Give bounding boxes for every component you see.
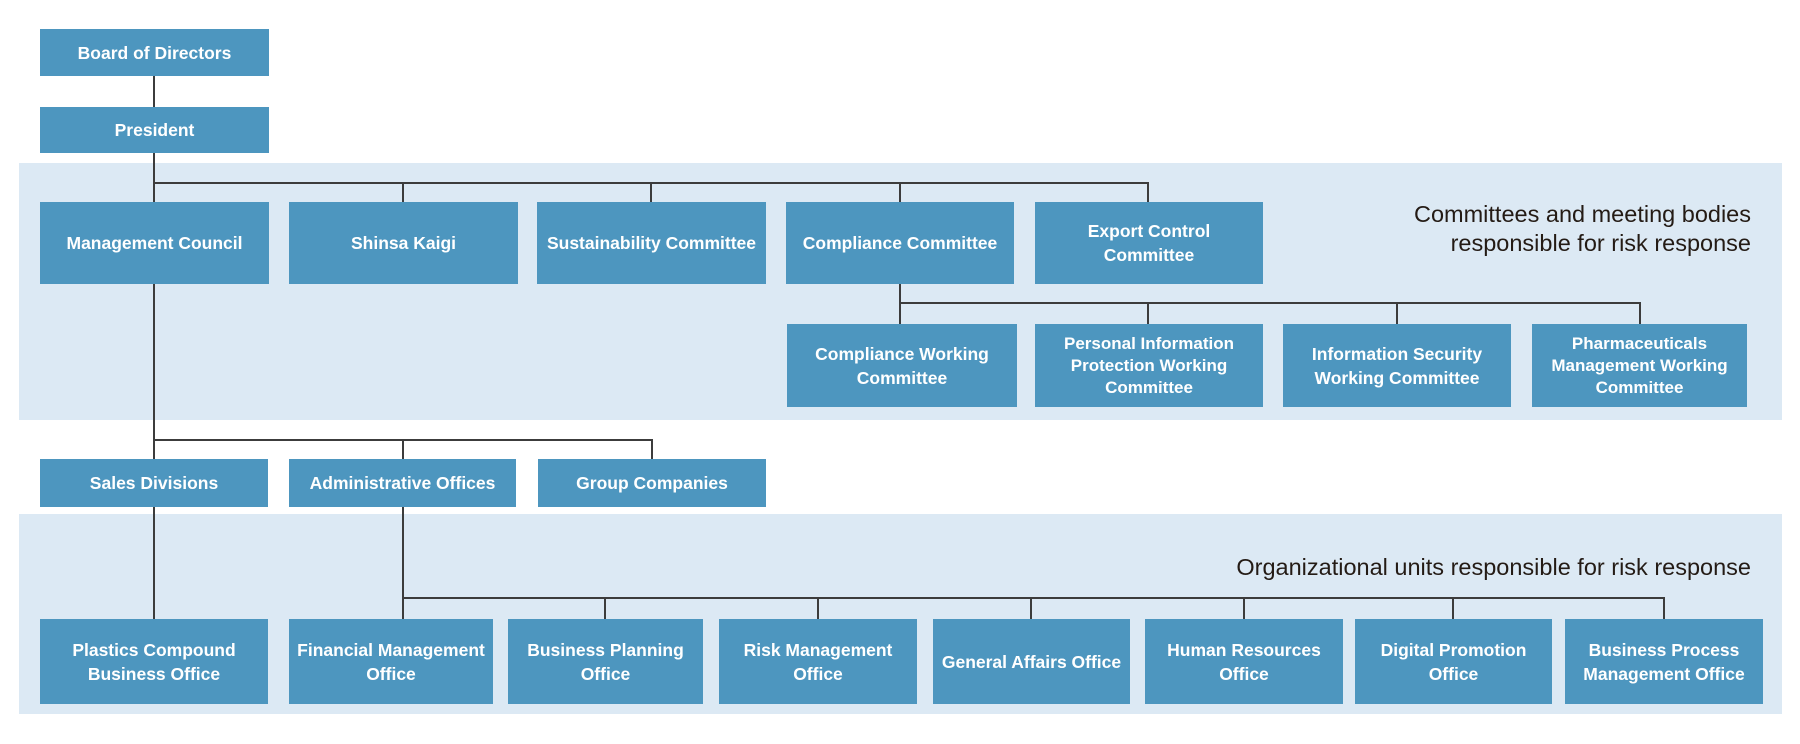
node-president: President — [40, 107, 269, 153]
connector-line — [402, 597, 1665, 599]
node-sales-divisions: Sales Divisions — [40, 459, 268, 507]
connector-line — [153, 76, 155, 107]
connector-line — [1639, 303, 1641, 324]
connector-line — [153, 284, 155, 459]
node-export-control-committee: Export Control Committee — [1035, 202, 1263, 284]
node-digital-promotion-office: Digital Promotion Office — [1355, 619, 1552, 704]
connector-line — [1663, 598, 1665, 619]
connector-line — [650, 183, 652, 202]
node-compliance-working-committee: Compliance Working Committee — [787, 324, 1017, 407]
connector-line — [153, 507, 155, 619]
organizational-band-caption: Organizational units responsible for ris… — [1236, 554, 1751, 580]
connector-line — [1147, 183, 1149, 202]
connector-line — [1452, 598, 1454, 619]
connector-line — [402, 440, 404, 459]
node-personal-information-protection-working-committee: Personal Information Protection Working … — [1035, 324, 1263, 407]
connector-line — [817, 598, 819, 619]
connector-line — [899, 183, 901, 202]
connector-line — [899, 284, 901, 324]
node-compliance-committee: Compliance Committee — [786, 202, 1014, 284]
node-business-process-management-office: Business Process Management Office — [1565, 619, 1763, 704]
node-human-resources-office: Human Resources Office — [1145, 619, 1343, 704]
node-board-of-directors: Board of Directors — [40, 29, 269, 76]
node-general-affairs-office: General Affairs Office — [933, 619, 1130, 704]
node-sustainability-committee: Sustainability Committee — [537, 202, 766, 284]
node-administrative-offices: Administrative Offices — [289, 459, 516, 507]
committees-band-caption: Committees and meeting bodies responsibl… — [1413, 201, 1751, 256]
connector-line — [1147, 303, 1149, 324]
connector-line — [1243, 598, 1245, 619]
node-plastics-compound-business-office: Plastics Compound Business Office — [40, 619, 268, 704]
connector-line — [1030, 598, 1032, 619]
node-pharmaceuticals-management-working-committee: Pharmaceuticals Management Working Commi… — [1532, 324, 1747, 407]
node-financial-management-office: Financial Management Office — [289, 619, 493, 704]
node-management-council: Management Council — [40, 202, 269, 284]
node-group-companies: Group Companies — [538, 459, 766, 507]
connector-line — [402, 507, 404, 619]
node-information-security-working-committee: Information Security Working Committee — [1283, 324, 1511, 407]
connector-line — [604, 598, 606, 619]
node-business-planning-office: Business Planning Office — [508, 619, 703, 704]
connector-line — [899, 302, 1641, 304]
connector-line — [651, 440, 653, 459]
connector-line — [402, 183, 404, 202]
connector-line — [1396, 303, 1398, 324]
node-risk-management-office: Risk Management Office — [719, 619, 917, 704]
node-shinsa-kaigi: Shinsa Kaigi — [289, 202, 518, 284]
connector-line — [153, 153, 155, 202]
